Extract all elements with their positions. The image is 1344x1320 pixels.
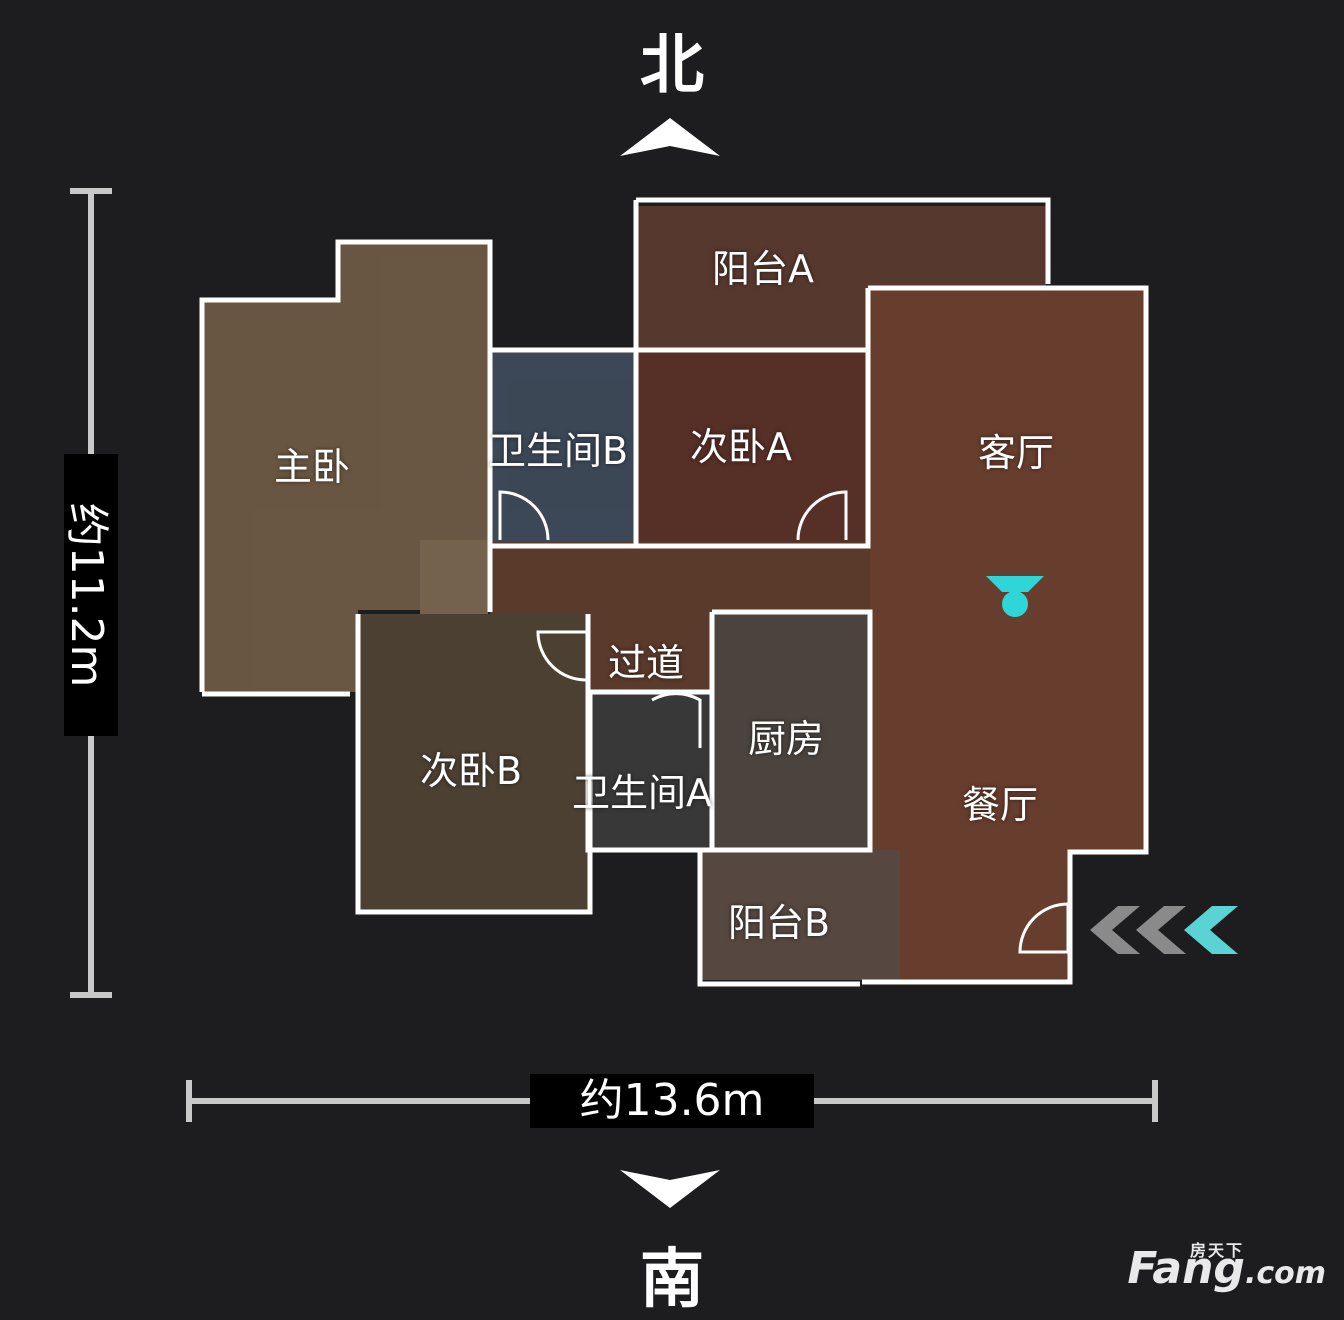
room-label-bathroom-a[interactable]: 卫生间A <box>572 771 712 815</box>
floor-fills <box>204 206 1144 980</box>
north-label: 北 <box>640 29 704 103</box>
room-label-master-bedroom[interactable]: 主卧 <box>274 445 351 489</box>
room-label-balcony-b[interactable]: 阳台B <box>728 901 831 945</box>
room-label-dining-room[interactable]: 餐厅 <box>962 783 1039 827</box>
door-swings <box>498 490 1070 954</box>
width-dimension-cap-right <box>1152 1080 1158 1122</box>
height-dimension-label: 约11.2m <box>61 454 118 736</box>
entrance-arrows-icon <box>1090 906 1238 954</box>
fang-logo: 房天下 Fang.com <box>1127 1241 1326 1294</box>
width-dimension-cap-left <box>186 1080 192 1122</box>
corridor-floor <box>490 542 870 690</box>
balcony-b-floor <box>700 850 900 980</box>
south-label: 南 <box>640 1243 704 1317</box>
height-dimension-cap-top <box>70 188 112 194</box>
master-bedroom-floor <box>204 244 488 692</box>
living-dining-floor <box>870 290 1144 980</box>
width-dimension-label: 约13.6m <box>530 1074 814 1128</box>
room-label-bathroom-b[interactable]: 卫生间B <box>488 429 629 473</box>
bedroom-a-floor <box>638 350 868 542</box>
bedroom-b-floor <box>356 614 588 912</box>
current-position-icon <box>1002 591 1028 617</box>
walls <box>199 197 1149 987</box>
room-label-corridor[interactable]: 过道 <box>608 641 685 685</box>
bathroom-a-floor <box>590 690 712 850</box>
north-arrow-icon[interactable] <box>618 116 722 158</box>
staircase <box>420 540 488 620</box>
room-label-balcony-a[interactable]: 阳台A <box>712 247 814 291</box>
room-label-bedroom-a[interactable]: 次卧A <box>690 425 792 469</box>
balcony-a-floor <box>636 206 1046 350</box>
south-arrow-icon[interactable] <box>618 1168 722 1210</box>
kitchen-floor <box>714 614 868 850</box>
height-dimension-cap-bottom <box>70 992 112 998</box>
room-label-bedroom-b[interactable]: 次卧B <box>420 749 523 793</box>
room-label-kitchen[interactable]: 厨房 <box>748 717 825 761</box>
bathroom-b-floor <box>490 350 636 542</box>
view-direction-icon <box>986 576 1044 592</box>
room-label-living-room[interactable]: 客厅 <box>978 431 1055 475</box>
